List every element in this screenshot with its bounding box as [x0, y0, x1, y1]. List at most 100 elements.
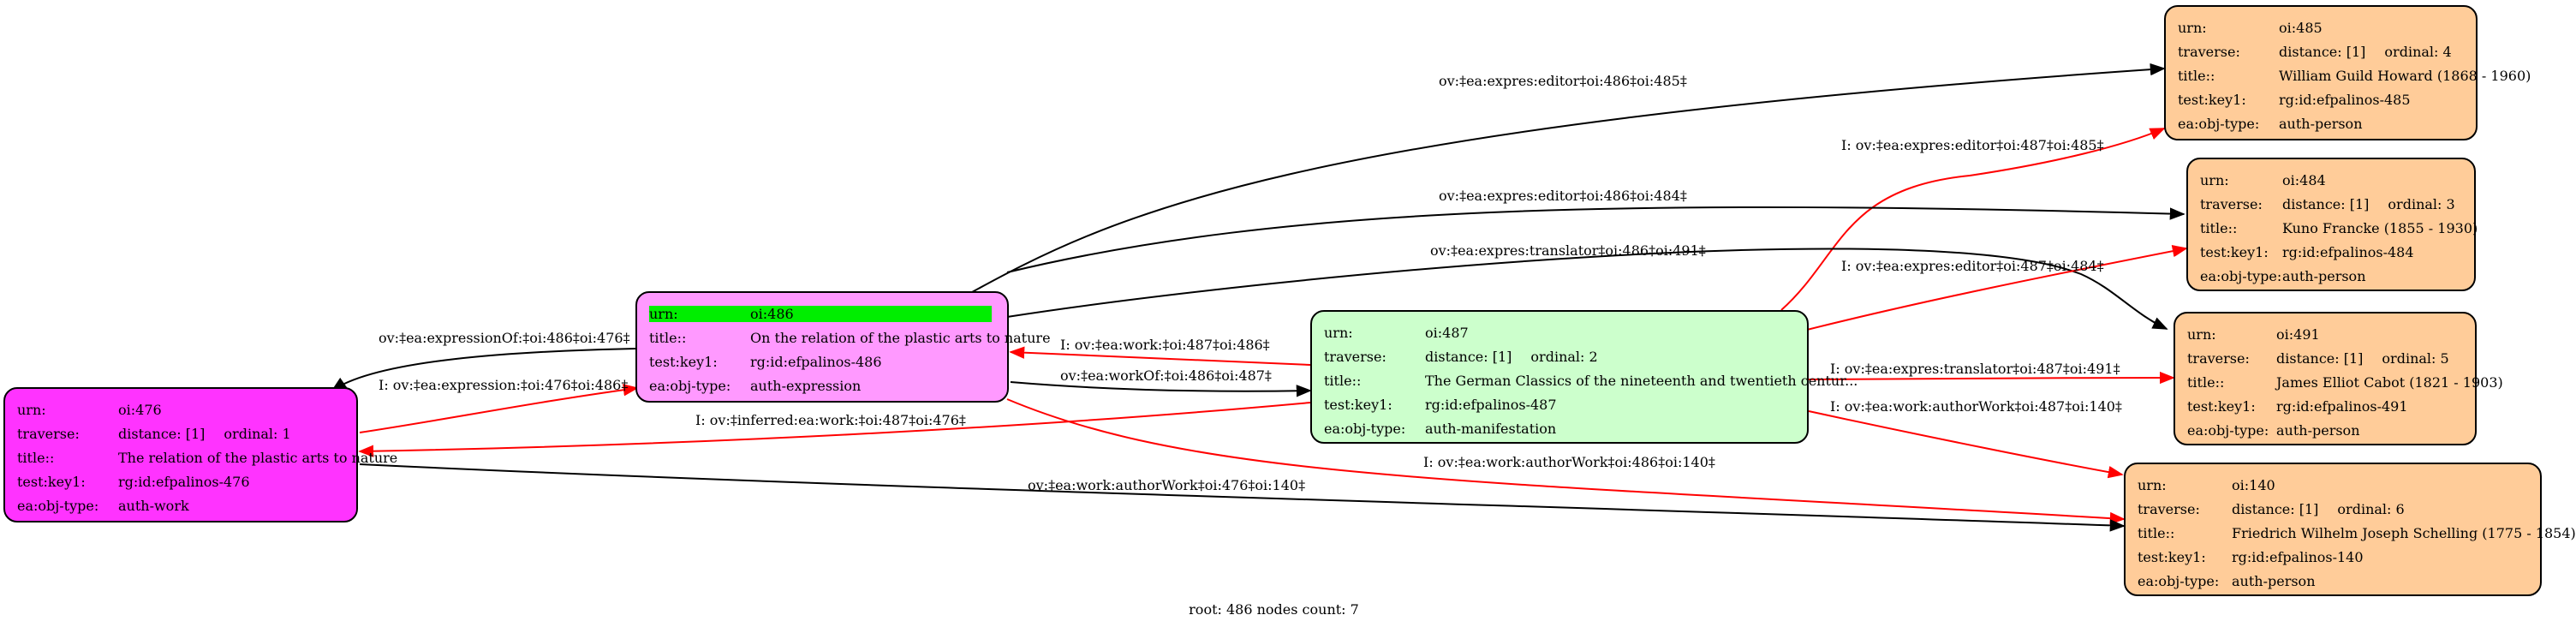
node-oi-484[interactable]: urn:oi:484 traverse: distance: [1] ordinal…: [2186, 158, 2478, 291]
field-value: auth-person: [2276, 421, 2360, 439]
field-value: Kuno Francke (1855 - 1930): [2282, 219, 2478, 236]
field-test-key: test:key1: rg:id:efpalinos-486: [649, 349, 995, 373]
edge-486-491: [1006, 248, 2168, 330]
edge-486-476: [331, 348, 636, 392]
edge-label-486-487: ov:‡ea:workOf:‡oi:486‡oi:487‡: [1060, 367, 1272, 384]
edge-label-487-485: I: ov:‡ea:expres:editor‡oi:487‡oi:485‡: [1841, 137, 2104, 153]
ordinal-value: ordinal: 2: [1530, 348, 1598, 365]
edge-label-476-486: I: ov:‡ea:expression:‡oi:476‡oi:486‡: [379, 377, 628, 393]
field-value: oi:491: [2276, 325, 2320, 343]
field-urn-highlighted: urn:oi:486: [649, 302, 992, 325]
edge-label-487-484: I: ov:‡ea:expres:editor‡oi:487‡oi:484‡: [1841, 258, 2104, 274]
field-value: auth-person: [2232, 572, 2316, 589]
edge-486-487: [1010, 381, 1312, 397]
field-obj-type: ea:obj-type:auth-work: [17, 493, 344, 517]
edge-476-140: [359, 463, 2126, 532]
field-key: urn:: [2138, 476, 2167, 493]
field-test-key: test:key1:rg:id:efpalinos-484: [2200, 240, 2462, 264]
distance-value: distance: [1]: [2279, 43, 2366, 60]
ordinal-value: ordinal: 3: [2388, 195, 2455, 212]
field-title: title::On the relation of the plastic ar…: [649, 325, 1051, 349]
field-urn: urn:oi:484: [2200, 168, 2462, 192]
field-traverse: traverse:distance: [1]ordinal: 5: [2187, 346, 2463, 370]
ordinal-value: ordinal: 1: [224, 425, 291, 442]
edge-487-485: [1780, 128, 2166, 311]
field-title: title::The German Classics of the ninete…: [1324, 368, 1857, 392]
field-value: rg:id:efpalinos-140: [2232, 548, 2364, 565]
field-title: title::William Guild Howard (1868 - 1960…: [2178, 63, 2531, 87]
distance-value: distance: [1]: [2282, 195, 2370, 212]
field-value: rg:id:efpalinos-484: [2282, 243, 2414, 260]
field-key: title::: [2187, 373, 2225, 391]
field-value: auth-work: [118, 497, 189, 514]
field-key: ea:obj-type:: [2178, 115, 2260, 132]
field-key: test:key1:: [2138, 548, 2206, 565]
field-traverse: traverse:distance: [1]ordinal: 1: [17, 421, 344, 445]
field-key: test:key1:: [1324, 396, 1392, 413]
field-key: title::: [649, 329, 687, 346]
field-traverse: traverse:distance: [1]ordinal: 2: [1324, 344, 1795, 368]
distance-value: distance: [1]: [2232, 500, 2319, 517]
node-oi-485[interactable]: urn: oi:485 traverse:distance: [1]ordinal…: [2164, 5, 2531, 140]
field-test-key: test:key1: rg:id:efpalinos-140: [2138, 545, 2528, 569]
field-obj-type: ea:obj-type:auth-manifestation: [1324, 416, 1795, 440]
field-traverse: traverse: distance: [1] ordinal: 3: [2200, 192, 2462, 216]
node-oi-491[interactable]: urn:oi:491 traverse:distance: [1]ordinal…: [2174, 312, 2503, 445]
field-test-key: test:key1:rg:id:efpalinos-476: [17, 469, 344, 493]
field-key: ea:obj-type:: [1324, 420, 1406, 437]
field-urn: urn: oi:487: [1324, 320, 1795, 344]
field-key: ea:obj-type:: [2200, 267, 2282, 284]
field-obj-type: ea:obj-type: auth-person: [2178, 111, 2464, 135]
node-oi-486[interactable]: urn:oi:486 title::On the relation of the…: [635, 291, 1051, 403]
field-value: The relation of the plastic arts to natu…: [118, 449, 398, 466]
field-key: urn:: [649, 305, 750, 322]
field-test-key: test:key1:rg:id:efpalinos-491: [2187, 394, 2463, 418]
field-traverse: traverse: distance: [1] ordinal: 6: [2138, 497, 2528, 521]
field-value: distance: [1] ordinal: 3: [2282, 196, 2462, 212]
field-key: urn:: [2178, 19, 2207, 36]
field-key: test:key1:: [649, 353, 718, 370]
field-key: title::: [2200, 219, 2238, 236]
edge-487-491: [1808, 371, 2175, 385]
field-urn: urn:oi:476: [17, 397, 344, 421]
distance-value: distance: [1]: [118, 425, 206, 442]
edge-486-140: [1006, 398, 2126, 525]
node-oi-476[interactable]: urn:oi:476 traverse:distance: [1]ordinal…: [3, 387, 397, 522]
field-key: urn:: [1324, 324, 1353, 341]
field-key: ea:obj-type:: [649, 377, 731, 394]
field-key: test:key1:: [2178, 91, 2246, 108]
field-key: urn:: [2200, 171, 2229, 188]
field-value: rg:id:efpalinos-485: [2279, 91, 2411, 108]
field-key: traverse:: [2200, 195, 2263, 212]
edge-487-486: [1009, 346, 1311, 366]
field-key: ea:obj-type:: [2138, 572, 2220, 589]
ordinal-value: ordinal: 6: [2337, 500, 2405, 517]
field-value: auth-person: [2279, 115, 2363, 132]
field-value: rg:id:efpalinos-476: [118, 473, 250, 490]
edge-486-484: [1006, 206, 2185, 273]
field-urn: urn:oi:491: [2187, 322, 2463, 346]
edge-label-487-491: I: ov:‡ea:expres:translator‡oi:487‡oi:49…: [1830, 361, 2120, 377]
field-value: oi:487: [1425, 324, 1469, 341]
node-oi-487[interactable]: urn:oi:487 traverse:distance: [1]ordinal…: [1310, 310, 1857, 444]
edge-label-486-476: ov:‡ea:expressionOf:‡oi:486‡oi:476‡: [379, 330, 630, 346]
field-value: oi:486: [750, 305, 992, 322]
edge-476-486: [359, 384, 639, 433]
edge-label-487-140: I: ov:‡ea:work:authorWork‡oi:487‡oi:140‡: [1830, 398, 2122, 415]
node-oi-140[interactable]: urn: oi:140 traverse: distance: [1] ordinal…: [2124, 463, 2576, 596]
field-key: traverse:: [2138, 500, 2200, 517]
field-value: oi:140: [2232, 476, 2275, 493]
edge-label-486-484: ov:‡ea:expres:editor‡oi:486‡oi:484‡: [1439, 188, 1687, 204]
field-key: title::: [2138, 524, 2175, 541]
distance-value: distance: [1]: [1425, 348, 1512, 365]
field-urn: urn: oi:485: [2178, 15, 2464, 39]
field-value: oi:485: [2279, 19, 2323, 36]
field-traverse: traverse:distance: [1]ordinal: 4: [2178, 39, 2464, 63]
field-key: ea:obj-type:: [2187, 421, 2269, 439]
field-urn: urn: oi:140: [2138, 473, 2528, 497]
field-key: title::: [1324, 372, 1362, 389]
edge-486-485: [963, 63, 2166, 297]
field-value: auth-person: [2282, 267, 2366, 284]
field-value: rg:id:efpalinos-486: [750, 353, 882, 370]
